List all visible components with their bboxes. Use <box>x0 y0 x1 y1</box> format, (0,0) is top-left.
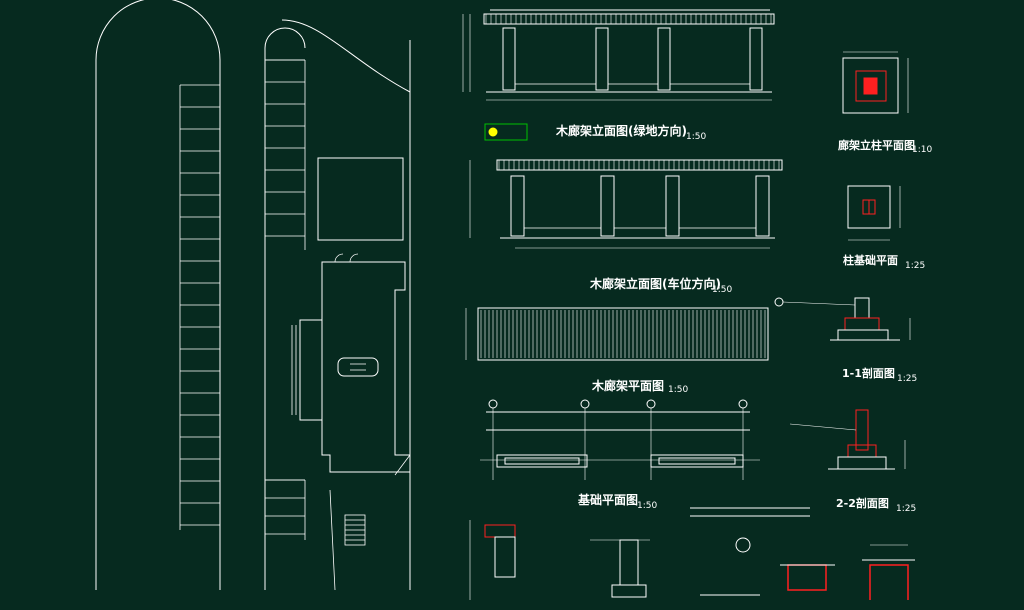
pavilion-corridor <box>299 319 323 421</box>
rafter-elevation <box>465 307 769 361</box>
parking-stalls-left <box>179 85 221 530</box>
section-2-2 <box>789 409 906 470</box>
column-4 <box>749 27 763 91</box>
title-column-plan: 廊架立柱平面图 <box>838 139 915 152</box>
scale-elevation-parking: 1:50 <box>712 285 733 295</box>
scale-elevation-green: 1:50 <box>686 132 707 142</box>
title-elevation-green: 木廊架立面图(绿地方向) <box>556 124 687 138</box>
parking-stalls-right <box>265 59 306 540</box>
pavilion-feature <box>337 357 379 377</box>
title-roof-plan: 木廊架平面图 <box>592 379 665 393</box>
parking-stall-lines-left <box>180 84 220 526</box>
parking-strip-right-outline <box>264 27 306 590</box>
roof-plan <box>486 399 750 480</box>
building-block <box>317 157 404 241</box>
section-1-1 <box>774 297 911 341</box>
scale-column-base-plan: 1:25 <box>905 261 926 271</box>
rafters-top <box>485 14 772 24</box>
road-curve <box>281 19 411 93</box>
bottom-details <box>469 507 915 600</box>
column-1 <box>502 27 516 91</box>
site-plan <box>95 0 411 591</box>
title-column-base-plan: 柱基础平面 <box>843 254 898 267</box>
marker-legend <box>484 123 528 141</box>
scale-section-1-1: 1:25 <box>897 374 918 384</box>
parking-strip-left-outline <box>95 0 221 590</box>
column-3 <box>657 27 671 91</box>
title-section-2-2: 2-2剖面图 <box>836 497 889 510</box>
scale-section-2-2: 1:25 <box>896 504 917 514</box>
parking-stall-lines-right <box>265 59 305 535</box>
scale-foundation-plan: 1:50 <box>637 501 658 511</box>
stairs <box>344 514 366 546</box>
column-plan <box>842 51 909 114</box>
title-section-1-1: 1-1剖面图 <box>842 367 895 380</box>
scale-column-plan: 1:10 <box>912 145 933 155</box>
title-elevation-parking: 木廊架立面图(车位方向) <box>590 277 721 291</box>
beam-top <box>483 13 775 25</box>
elevation-green-side <box>462 9 775 101</box>
elevation-parking-side <box>469 159 783 249</box>
column-base-plan <box>847 185 901 241</box>
title-foundation-plan: 基础平面图 <box>578 493 639 507</box>
scale-roof-plan: 1:50 <box>668 385 689 395</box>
rafters-mid <box>498 160 780 170</box>
column-2 <box>595 27 609 91</box>
pavilion-footprint <box>321 261 411 473</box>
rafter-hatch <box>480 310 766 358</box>
foundation-plan <box>480 454 760 468</box>
